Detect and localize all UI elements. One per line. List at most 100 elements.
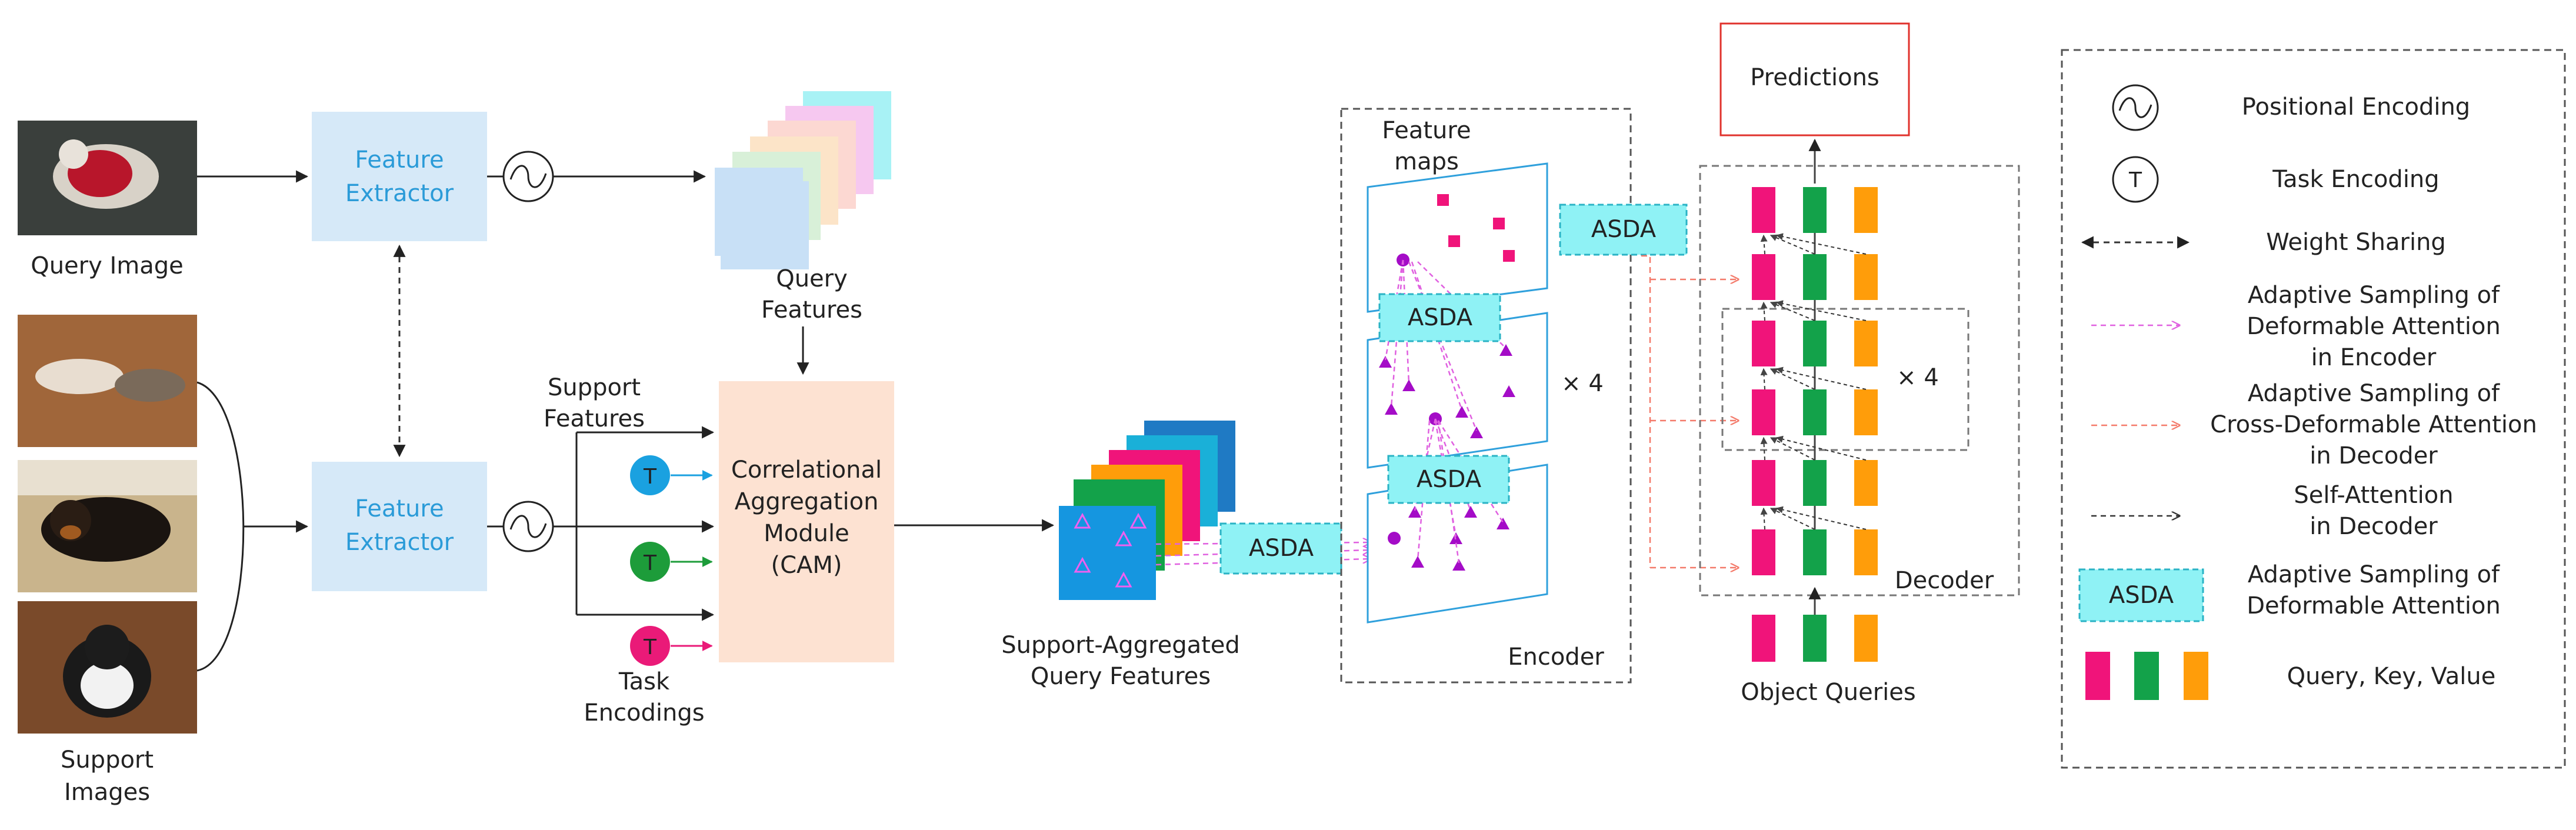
feature-maps-label-1: Feature	[1382, 117, 1471, 144]
legend-asda-box-2: Deformable Attention	[2247, 592, 2501, 619]
task-encoding-green-icon: T	[630, 542, 670, 582]
decoder-repeat-box	[1721, 308, 1970, 451]
self-attention-link	[1760, 234, 1768, 255]
self-attention-link	[1775, 435, 1867, 461]
decoder-token	[1752, 321, 1775, 366]
decoder-token	[1752, 389, 1775, 435]
object-queries-label: Object Queries	[1741, 679, 1915, 706]
legend-asda-decoder-1: Adaptive Sampling of	[2248, 380, 2500, 407]
self-attention-link	[1769, 508, 1815, 530]
asda-box-encoder-top	[1378, 293, 1501, 342]
feature-map-1-points	[1397, 194, 1515, 266]
support-aggregated-label-1: Support-Aggregated	[1001, 632, 1240, 659]
decoder-box	[1699, 165, 2020, 596]
decoder-label: Decoder	[1895, 567, 1994, 594]
legend-self-attention-1: Self-Attention	[2294, 482, 2453, 509]
decoder-token	[1854, 529, 1878, 575]
legend-task-encoding-label: Task Encoding	[2272, 166, 2439, 193]
decoder-token	[1752, 254, 1775, 300]
legend-positional-encoding-label: Positional Encoding	[2242, 94, 2470, 121]
legend-box	[2061, 49, 2566, 769]
task-encodings-label-1: Task	[618, 668, 670, 695]
encoder-box	[1340, 108, 1632, 684]
asda-box-encoder-top-label: ASDA	[1408, 304, 1473, 331]
self-attention-link	[1775, 506, 1867, 530]
support-images-label-line2: Images	[64, 779, 150, 806]
decoder-token	[1803, 460, 1827, 506]
decoder-token	[1803, 321, 1827, 366]
self-attention-link	[1760, 507, 1768, 530]
support-images-label-line1: Support	[61, 746, 154, 774]
cam-label-4: (CAM)	[771, 552, 842, 579]
self-attention-link	[1775, 233, 1867, 255]
decoder-token	[1803, 529, 1827, 575]
legend-asda-encoder-1: Adaptive Sampling of	[2248, 282, 2500, 309]
legend-asda-decoder-3: in Decoder	[2310, 442, 2438, 469]
feature-map-3-points	[1388, 506, 1509, 571]
asda-box-enc-dec	[1559, 204, 1688, 256]
decoder-token	[1854, 460, 1878, 506]
feature-extractor-top-label-2: Extractor	[345, 180, 454, 207]
asda-box-encoder-mid-label: ASDA	[1417, 466, 1482, 493]
legend-asda-box-1: Adaptive Sampling of	[2248, 561, 2500, 588]
support-image-cats	[18, 315, 197, 447]
query-features-stack	[715, 91, 891, 269]
legend-qkv-label: Query, Key, Value	[2287, 663, 2496, 690]
query-image	[18, 121, 197, 235]
object-queries	[1752, 615, 1878, 662]
support-images-bracket	[196, 381, 245, 672]
predictions-label: Predictions	[1750, 64, 1879, 91]
cross-deformable-arrows	[1641, 255, 1738, 568]
support-features-label-2: Features	[544, 405, 645, 432]
query-features-label-1: Query	[776, 265, 848, 292]
feature-extractor-bottom	[312, 462, 487, 591]
encoder-repeat-label: × 4	[1561, 370, 1604, 397]
query-image-label: Query Image	[31, 252, 184, 279]
legend-asda-encoder-2: Deformable Attention	[2247, 313, 2501, 340]
self-attention-link	[1769, 234, 1815, 255]
task-symbol-green: T	[643, 551, 657, 575]
decoder-token	[1854, 254, 1878, 300]
feature-extractor-top-label-1: Feature	[355, 146, 444, 174]
positional-encoding-icon	[502, 151, 554, 202]
cam-module	[719, 381, 894, 662]
support-image-cat	[18, 601, 197, 734]
self-attention-link	[1769, 301, 1815, 321]
encoder-label: Encoder	[1508, 644, 1604, 671]
legend-self-attention-2: in Decoder	[2310, 513, 2438, 540]
legend-qkv-icon	[2085, 652, 2208, 700]
legend-asda-encoder-3: in Encoder	[2311, 344, 2437, 371]
cam-label-2: Aggregation	[735, 488, 879, 515]
task-encoding-blue-icon: T	[630, 455, 670, 495]
decoder-token	[1752, 529, 1775, 575]
self-attention-link	[1760, 436, 1768, 461]
legend-positional-encoding-icon	[2112, 84, 2159, 131]
feature-extractor-bottom-label-2: Extractor	[345, 529, 454, 556]
support-image-dog	[18, 460, 197, 592]
task-symbol-magenta: T	[643, 635, 657, 659]
query-features-label-2: Features	[761, 296, 862, 324]
decoder-token	[1854, 187, 1878, 233]
self-attention-link	[1769, 368, 1815, 390]
decoder-token	[1854, 321, 1878, 366]
decoder-token	[1803, 389, 1827, 435]
decoder-token	[1752, 187, 1775, 233]
decoder-token	[1854, 389, 1878, 435]
task-encoding-magenta-icon: T	[630, 626, 670, 666]
legend-asda-box-icon	[2078, 568, 2204, 622]
self-attention-link	[1769, 437, 1815, 461]
decoder-token	[1803, 254, 1827, 300]
task-encodings-label-2: Encodings	[584, 699, 704, 726]
asda-box-enc-dec-label: ASDA	[1591, 216, 1657, 243]
cam-label-3: Module	[764, 520, 849, 547]
legend-asda-box-icon-label: ASDA	[2109, 582, 2174, 609]
aggregated-sample-points	[1074, 512, 1147, 588]
legend-task-symbol: T	[2128, 168, 2142, 192]
self-attention-link	[1760, 301, 1768, 321]
cam-label-1: Correlational	[731, 456, 882, 484]
asda-box-aggregated-label: ASDA	[1249, 535, 1314, 562]
decoder-token	[1803, 187, 1827, 233]
decoder-repeat-label: × 4	[1897, 364, 1939, 391]
self-attention-link	[1760, 368, 1768, 390]
